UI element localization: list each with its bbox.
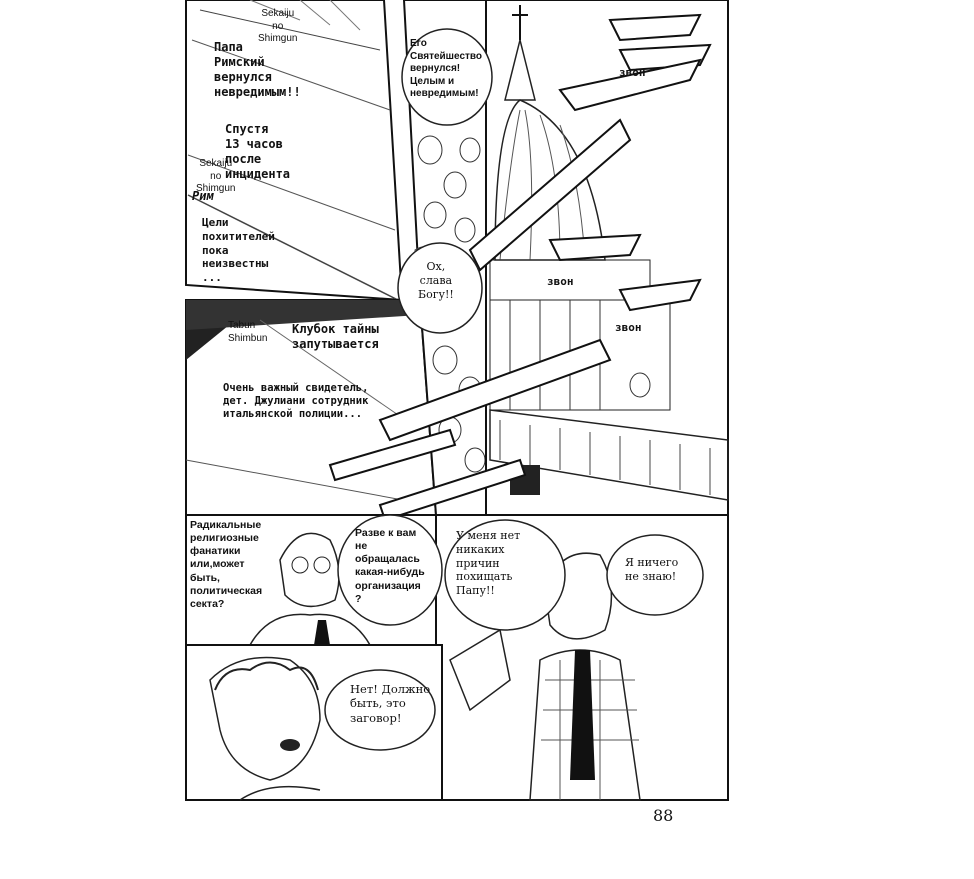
speech-thank-god: Ох, слава Богу!! — [418, 260, 454, 301]
headline-13-hours: Спустя 13 часов после инцидента — [225, 122, 291, 181]
headline-pope-returned: Папа Римский вернулся невредимым!! — [214, 40, 301, 99]
article-body: Очень важный свидетель, дет. Джулиани со… — [223, 382, 369, 421]
panel-curly-man — [185, 644, 443, 801]
speech-conspiracy: Нет! Должно быть, это заговор! — [350, 682, 431, 725]
headline-mystery-deepens: Клубок тайны запутывается — [292, 322, 379, 351]
panel-dome — [328, 0, 729, 522]
speech-know-nothing: Я ничего не знаю! — [625, 556, 679, 583]
speech-bubbles — [324, 28, 704, 751]
speech-organization: Разве к вам не обращалась какая-нибудь о… — [355, 527, 425, 605]
newspaper-name-2: Sekaiju no Shimgun — [196, 158, 236, 194]
sfx-bell-1: звон — [619, 66, 646, 79]
newspaper-name-1: Sekaiju no Shimgun — [258, 8, 298, 44]
page-number: 88 — [653, 806, 674, 825]
sfx-bell-3: звон — [615, 321, 642, 334]
speech-holiness-returned: Его Святейшество вернулся! Целым и невре… — [410, 38, 483, 99]
caption-radical-fanatics: Радикальные религиозные фанатики или,мож… — [190, 519, 263, 610]
dateline-rome: Рим — [192, 189, 214, 203]
speech-no-reason: У меня нет никаких причин похищать Папу!… — [456, 529, 521, 597]
sfx-bell-2: звон — [547, 275, 574, 288]
newspaper-name-3: Tabun Shimbun — [228, 320, 268, 344]
headline-kidnappers-unknown: Цели похитителей пока неизвестны ... — [202, 216, 275, 284]
panel-newspaper-top — [185, 0, 404, 302]
